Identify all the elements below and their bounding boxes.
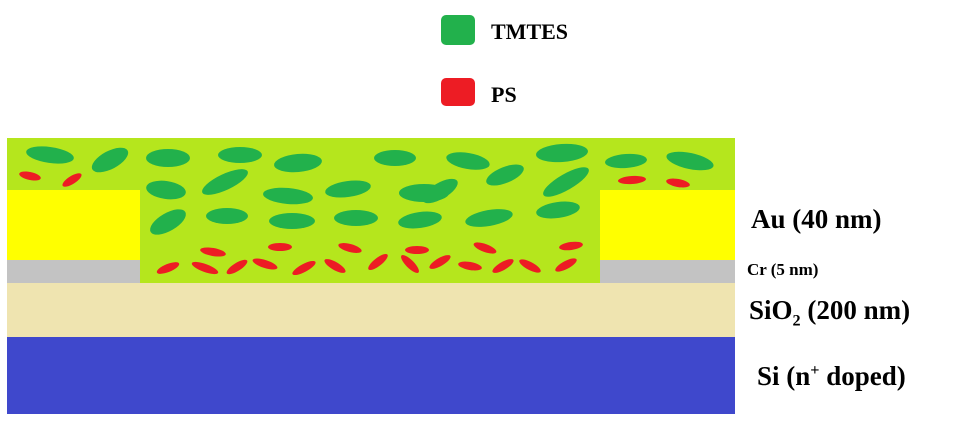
tmtes-crystal xyxy=(398,211,442,229)
ps-domain xyxy=(324,259,346,273)
tmtes-crystal xyxy=(146,180,186,200)
ps-domain xyxy=(458,261,482,271)
tmtes-crystal xyxy=(91,147,129,173)
cr-layer-label: Cr (5 nm) xyxy=(747,260,819,279)
tmtes-crystal xyxy=(146,149,190,167)
tmtes-crystal xyxy=(269,213,315,229)
sio2-label-base: SiO xyxy=(749,295,793,325)
tmtes-crystal xyxy=(334,210,378,226)
au-electrode-right xyxy=(600,190,735,260)
cr-layer-right xyxy=(600,260,735,283)
ps-domain xyxy=(62,173,82,187)
tmtes-crystal xyxy=(446,152,490,170)
tmtes-crystal xyxy=(422,178,458,204)
si-label-rest: doped) xyxy=(819,361,906,391)
tmtes-legend-swatch xyxy=(441,15,475,45)
tmtes-crystal xyxy=(374,150,416,166)
sio2-layer xyxy=(7,283,735,337)
tmtes-crystal xyxy=(666,151,714,171)
ps-domain xyxy=(666,178,690,188)
ps-domain xyxy=(492,259,514,273)
ps-domain xyxy=(559,241,583,251)
ps-legend-swatch xyxy=(441,78,475,106)
sio2-label-rest: (200 nm) xyxy=(800,295,911,325)
tmtes-crystal xyxy=(202,169,248,195)
ps-domain xyxy=(473,242,497,254)
sio2-layer-label: SiO2 (200 nm) xyxy=(749,295,911,330)
si-layer-label: Si (n+ doped) xyxy=(757,361,906,392)
ps-domain xyxy=(252,258,278,270)
tmtes-crystal xyxy=(536,143,588,163)
tmtes-crystal xyxy=(263,187,313,205)
tmtes-crystals xyxy=(26,143,714,235)
si-label-base: Si (n xyxy=(757,361,811,391)
blend-film xyxy=(7,138,735,283)
ps-domain xyxy=(405,246,429,254)
ps-domain xyxy=(292,260,316,276)
tmtes-crystal xyxy=(150,209,186,235)
ps-legend-label: PS xyxy=(491,82,517,107)
tmtes-crystal xyxy=(605,153,647,169)
tmtes-crystal xyxy=(274,153,322,173)
tmtes-crystal xyxy=(26,146,74,164)
cr-layer-left xyxy=(7,260,140,283)
tmtes-crystal xyxy=(325,180,371,198)
tmtes-crystal xyxy=(543,167,589,197)
tmtes-crystal xyxy=(206,208,248,224)
ps-domain xyxy=(19,171,41,181)
au-electrode-left xyxy=(7,190,140,260)
ps-domain xyxy=(519,259,541,273)
ps-domains xyxy=(19,171,690,276)
ps-domain xyxy=(555,258,577,272)
ps-domain xyxy=(368,253,388,271)
si-label-superscript: + xyxy=(810,361,820,379)
ps-domain xyxy=(191,261,219,275)
ps-domain xyxy=(156,262,180,274)
ps-domain xyxy=(226,259,248,275)
tmtes-crystal xyxy=(218,147,262,163)
si-layer xyxy=(7,337,735,414)
ps-domain xyxy=(338,243,362,253)
tmtes-crystal xyxy=(536,201,580,219)
ps-domain xyxy=(268,243,292,251)
tmtes-crystal xyxy=(486,164,524,186)
ps-domain xyxy=(401,255,419,273)
ps-domain xyxy=(200,247,226,257)
tmtes-legend-label: TMTES xyxy=(491,19,569,44)
tmtes-crystal xyxy=(465,209,513,227)
ps-domain xyxy=(618,175,646,185)
sio2-label-subscript: 2 xyxy=(792,311,801,330)
au-layer-label: Au (40 nm) xyxy=(751,204,882,234)
ps-domain xyxy=(429,255,451,269)
